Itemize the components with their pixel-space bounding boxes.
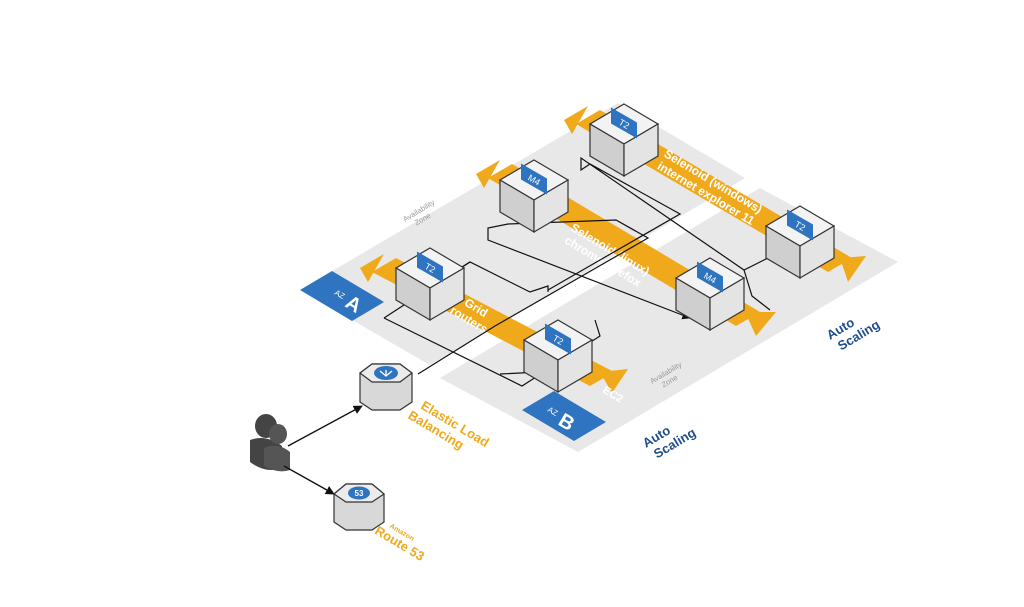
arrow-user-to-route53 [283, 465, 335, 495]
instance-windows-a: T2 [589, 103, 659, 177]
instance-linux-b: M4 [675, 257, 745, 331]
autoscaling-label-a: Auto Scaling [824, 314, 883, 353]
elb-icon [359, 363, 413, 411]
svg-text:T2: T2 [617, 117, 631, 131]
route53-label: Amazon Route 53 [372, 523, 427, 564]
instance-linux-a: M4 [499, 159, 569, 233]
az-b-badge: AZ B [522, 391, 606, 441]
arrow-user-to-elb [287, 405, 363, 447]
instance-grid-b: T2 [523, 319, 593, 393]
svg-text:T2: T2 [423, 261, 437, 275]
svg-text:T2: T2 [793, 219, 807, 233]
svg-text:53: 53 [355, 489, 364, 498]
elb-label: Elastic Load Balancing [406, 398, 492, 453]
autoscaling-label-b: Auto Scaling [640, 422, 699, 461]
user-icon [250, 414, 290, 472]
az-a-badge: AZ A [300, 271, 384, 321]
svg-text:T2: T2 [551, 333, 565, 347]
route53-icon: 53 [332, 483, 386, 531]
instance-windows-b: T2 [765, 205, 835, 279]
instance-grid-a: T2 [395, 247, 465, 321]
